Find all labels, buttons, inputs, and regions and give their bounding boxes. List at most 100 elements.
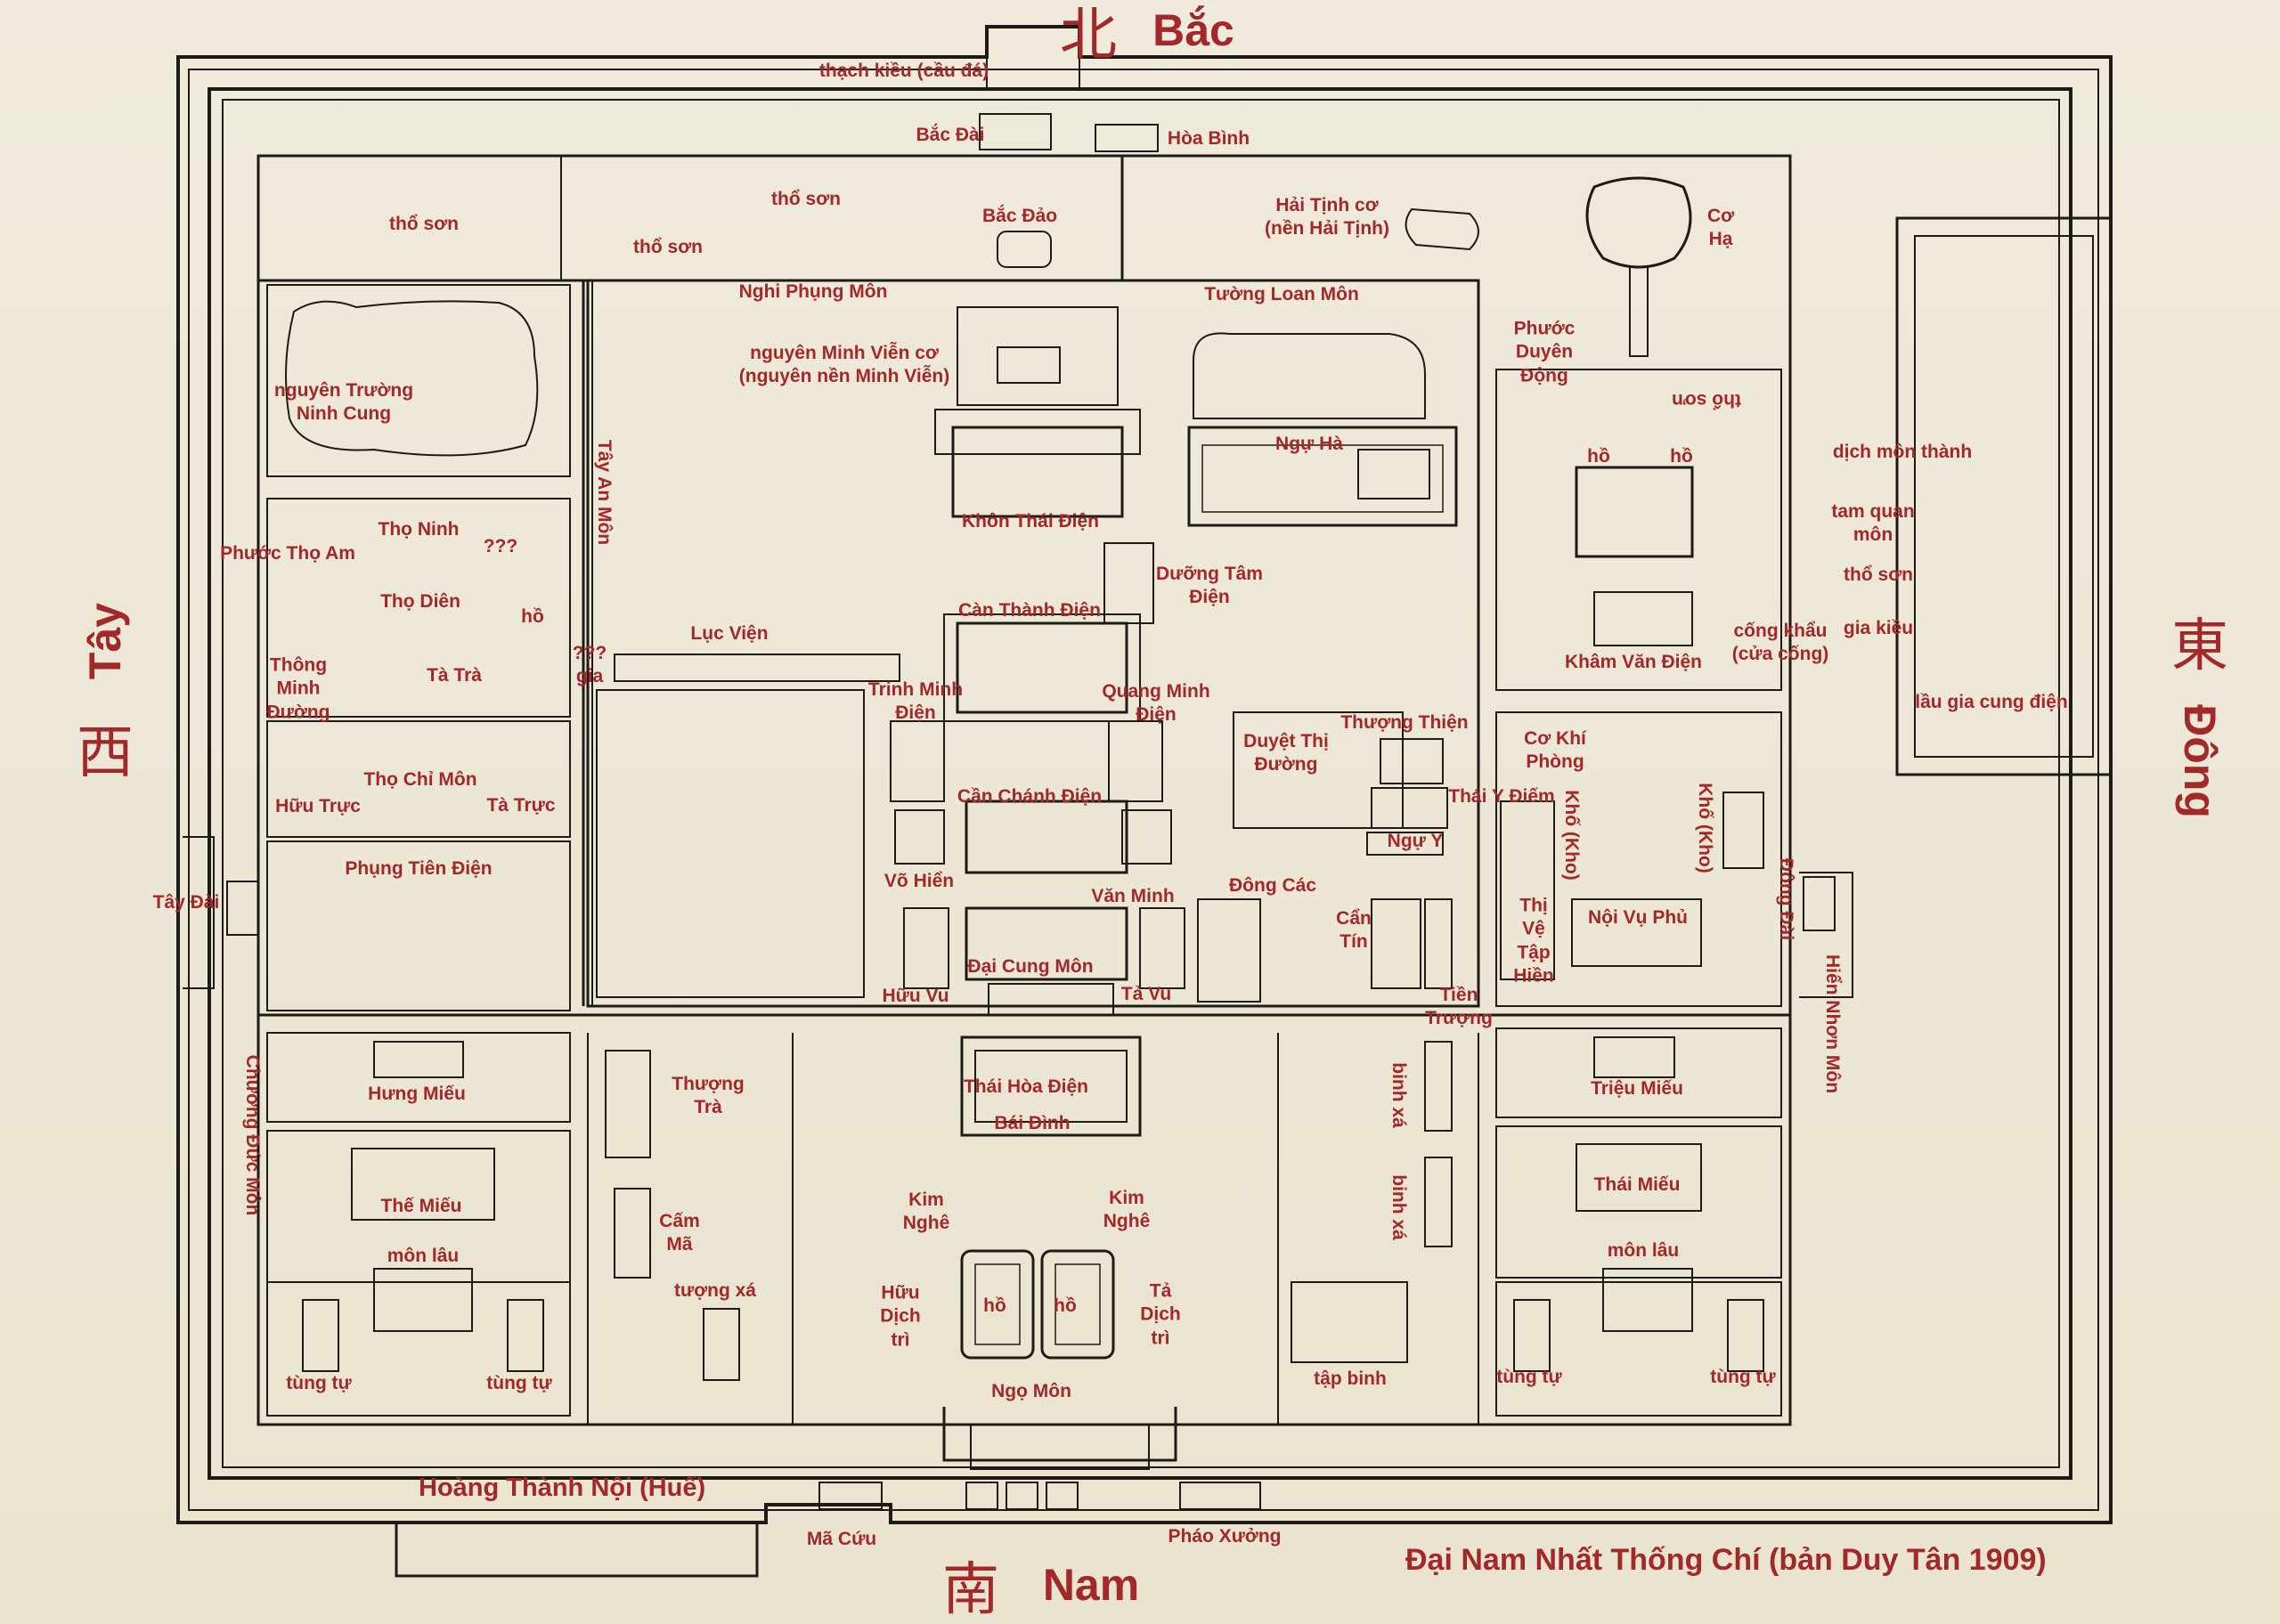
inner-wall [256,154,1792,1426]
label-van-minh: Văn Minh [1091,885,1175,906]
label-qqq-1: ??? [483,535,518,556]
minh-vien-platform [957,306,1119,406]
mon-lau-west [373,1268,473,1332]
label-hai-tinh-co: Hải Tịnh cơ (nền Hải Tịnh) [1265,194,1389,239]
thai-hoa-hall [960,1035,1142,1137]
binh-xa-2 [1424,1157,1453,1247]
label-nguyen-truong-ninh-cung: nguyên Trường Ninh Cung [273,379,414,424]
label-phao-xuong: Pháo Xưởng [1168,1525,1282,1547]
south-char: 南 [942,1557,999,1623]
label-thach-kieu: thạch kiều (cầu đá) [818,60,989,81]
quang-minh-hall [1108,720,1163,802]
ta-dich-tri-pond [1040,1249,1115,1360]
west-label: Tây [80,602,130,680]
tung-tu-w1 [302,1299,339,1372]
label-ta-dich-tri: Tả Dịch trì [1140,1280,1181,1349]
dai-cung-mon [965,906,1128,981]
label-kho-kho-2: Khố (Kho) [1695,783,1716,873]
ta-pond-inner [1054,1263,1101,1345]
label-kham-van-dien: Khâm Văn Điện [1564,651,1703,672]
label-noi-vu-phu: Nội Vụ Phủ [1588,906,1688,928]
label-hung-mieu: Hưng Miếu [368,1083,466,1104]
label-tap-binh: tập binh [1314,1368,1387,1389]
label-binh-xa-2: binh xá [1388,1174,1410,1240]
label-tho-son-east: thổ sơn [1844,564,1913,585]
label-ngu-y: Ngự Y [1387,830,1444,851]
second-wall [208,87,2072,1480]
minh-vien-inner [997,346,1061,384]
label-ho-1: hồ [1587,445,1610,467]
label-vo-hien: Võ Hiển [884,870,955,891]
label-ma-cuu: Mã Cứu [806,1528,877,1549]
vo-hien-hall [894,809,945,865]
dong-cac-hall [1197,898,1261,1003]
thai-y-hall [1371,787,1448,829]
label-tung-tu-1: tùng tự [286,1372,352,1393]
label-qqq-gia: ??? gia [572,642,607,686]
east-char: 東 [2171,613,2228,679]
west-south-compound [266,1281,571,1417]
thuong-thien-hall [1380,738,1444,784]
kham-van-hall [1593,591,1693,646]
label-tung-tu-2: tùng tự [486,1372,552,1393]
hoa-binh-structure [1095,124,1159,152]
phao-xuong-building [1179,1482,1261,1510]
co-ha-stem [1629,267,1649,357]
label-tuong-xa: tượng xá [674,1279,756,1301]
co-ha-pool [1585,176,1692,269]
ngo-mon-inner [970,1424,1150,1470]
noi-vu-hall [1571,898,1702,967]
hung-mieu-compound [266,1032,571,1123]
east-annex-inner [1914,235,2094,758]
ne-compound [1495,369,1782,691]
ne-lake [1575,466,1694,558]
can-tin-hall [1371,898,1421,989]
label-nguyen-minh-vien-co: nguyên Minh Viễn cơ (nguyên nền Minh Viễ… [738,342,950,386]
south-label: Nam [1042,1560,1140,1610]
label-tung-tu-4: tùng tự [1710,1366,1776,1387]
big-west-court [596,689,865,998]
label-huu-vu: Hữu Vu [882,985,949,1006]
noi-vu-compound [1495,711,1782,1007]
west-char: 西 [77,720,134,786]
label-thong-minh-duong: Thông Minh Đường [266,654,330,723]
label-luc-vien: Lục Viện [690,622,769,644]
east-gate-outline [1799,872,1853,998]
ngo-mon-block-1 [965,1482,998,1510]
luc-vien-bar [614,654,900,682]
label-tho-chi-mon: Thọ Chỉ Môn [363,768,477,790]
ngu-ha-island [1357,449,1430,499]
label-tien-truong: Tiền Trượng [1425,984,1493,1028]
map-name-title: Hoàng Thành Nội (Huế) [419,1474,706,1502]
label-chuong-duc-mon: Chương Đức Môn [242,1054,264,1216]
north-char: 北 [1060,3,1117,69]
label-ho-2: hồ [1670,445,1693,467]
label-phuoc-duyen-dong: Phước Duyên Động [1513,318,1576,386]
south-gate-bastion [395,1522,759,1578]
truong-ninh-garden [266,284,571,477]
thuong-tra-hall [605,1050,651,1158]
label-lau-gia-cung-dien: lầu gia cung điện [1915,691,2068,712]
tho-ninh-compound [266,498,571,718]
label-trinh-minh-dien: Trinh Minh Điện [867,678,964,723]
small-pond-north [997,231,1052,268]
label-mon-lau-1: môn lâu [387,1245,460,1266]
binh-xa-1 [1424,1041,1453,1132]
label-cong-khau: cống khẩu (cửa cống) [1731,620,1829,664]
thi-ve-hall [1500,800,1555,980]
label-thai-hoa-dien: Thái Hòa Điện [963,1076,1089,1097]
label-gia-kieu: gia kiều [1843,617,1914,638]
can-tin-hall-2 [1424,898,1453,989]
label-tho-son-1: thổ sơn [771,188,841,209]
ngo-mon-block-3 [1046,1482,1079,1510]
label-ta-vu: Tả Vu [1120,983,1172,1004]
label-co-ha: Cơ Hạ [1706,205,1735,249]
outer-wall-inner-line [188,69,2099,1511]
label-hoa-binh: Hòa Bình [1167,127,1250,149]
label-kho-kho-1: Khố (Kho) [1561,790,1583,881]
trieu-mieu-hall [1593,1036,1675,1078]
trinh-minh-hall [890,720,945,802]
label-trieu-mieu: Triệu Miếu [1591,1077,1683,1099]
truong-ninh-pond [285,300,539,457]
label-bac-dai: Bắc Đài [916,124,985,145]
